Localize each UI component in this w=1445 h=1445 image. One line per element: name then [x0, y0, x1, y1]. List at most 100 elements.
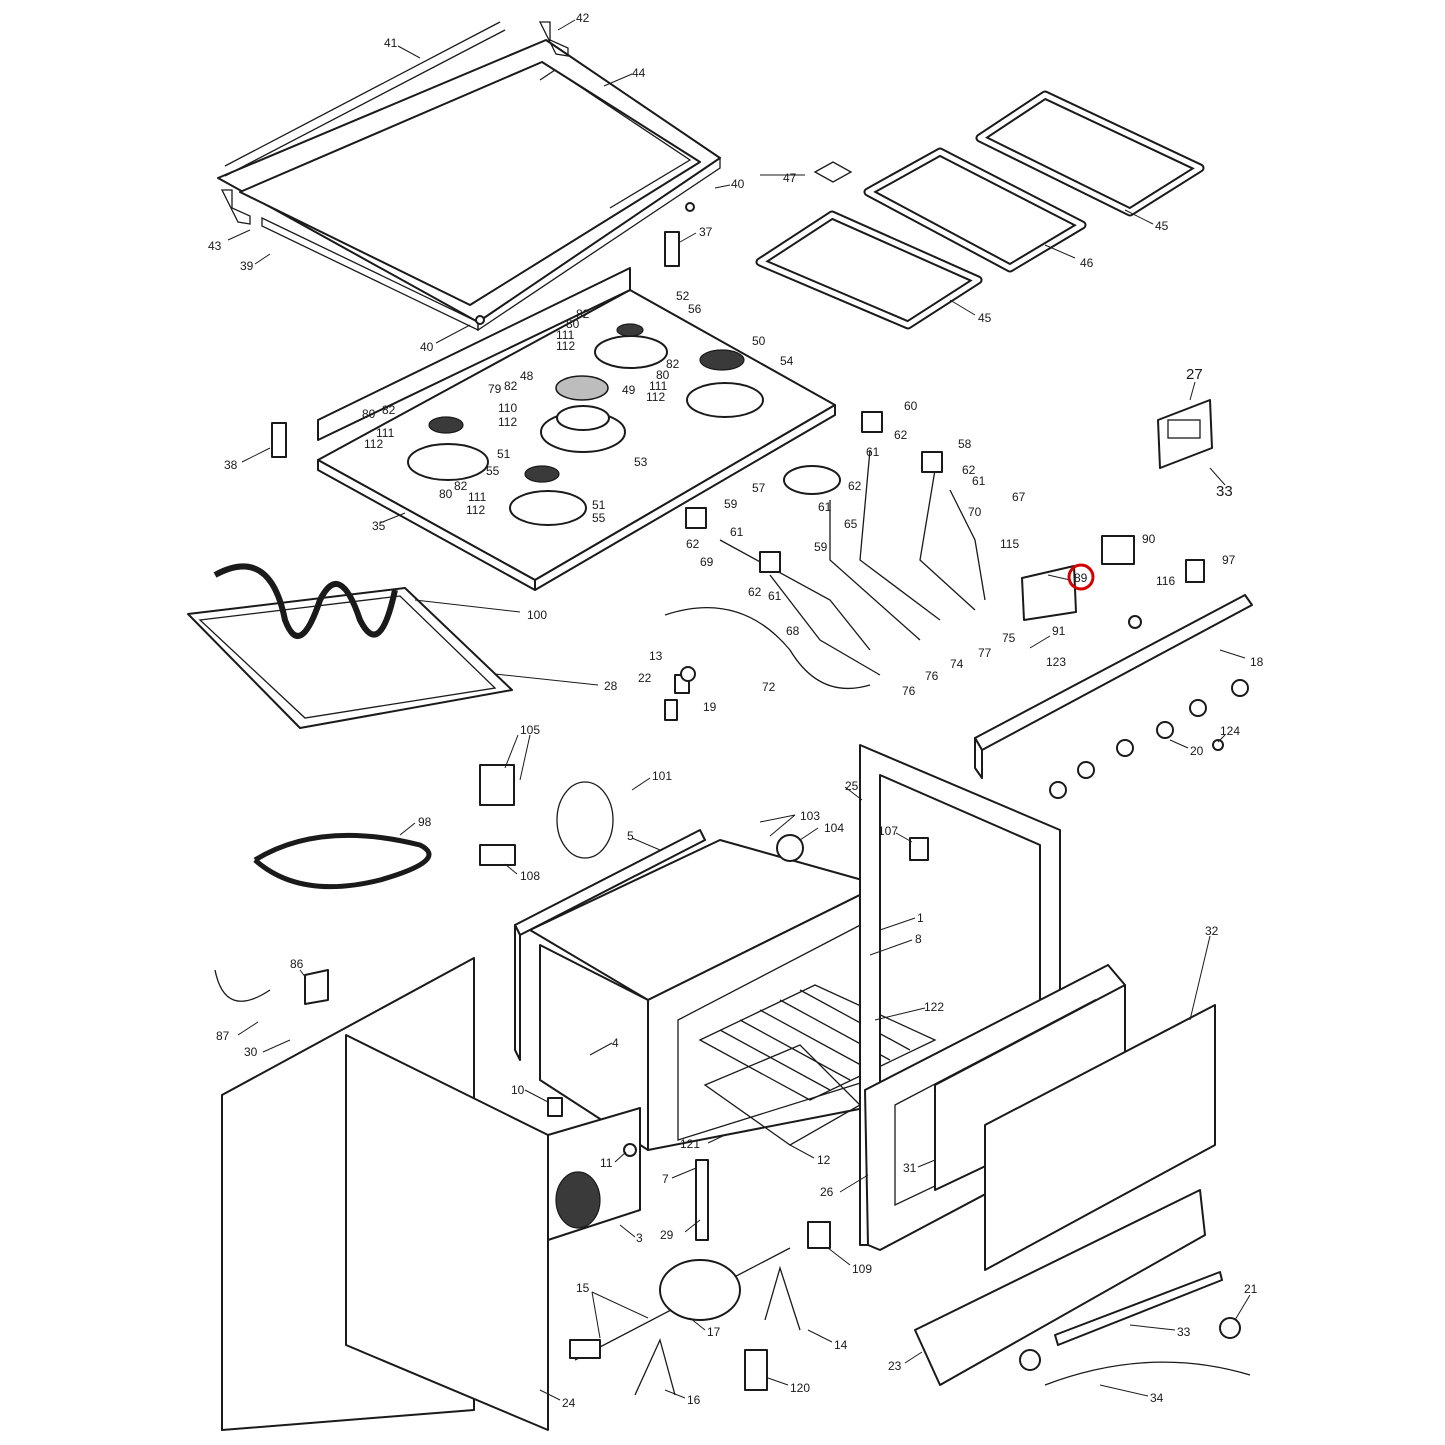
part-label: 122: [924, 1000, 944, 1014]
part-label: 45: [1155, 219, 1169, 233]
part-label: 80: [362, 407, 376, 421]
part-label: 121: [680, 1137, 700, 1151]
part-label: 86: [290, 957, 304, 971]
part-label: 112: [646, 390, 665, 404]
part-label: 55: [486, 464, 500, 478]
part-label: 62: [894, 428, 908, 442]
part-label: 100: [527, 608, 547, 622]
kick-plate: [914, 1189, 1251, 1386]
part-label: 103: [800, 809, 820, 823]
part-label: 45: [978, 311, 992, 325]
part-label: 75: [1002, 631, 1016, 645]
part-label: 105: [520, 723, 540, 737]
small-parts: [271, 202, 1241, 1371]
part-label: 82: [666, 357, 680, 371]
part-label: 23: [888, 1359, 902, 1373]
part-label: 46: [1080, 256, 1094, 270]
part-label: 3: [636, 1231, 643, 1245]
part-label: 28: [604, 679, 618, 693]
part-label: 77: [978, 646, 992, 660]
timer-clock: [1157, 399, 1213, 469]
part-label: 61: [768, 589, 782, 603]
pan-grates: [755, 90, 1205, 330]
part-label: 27: [1186, 366, 1203, 383]
part-label: 61: [972, 474, 986, 488]
part-label: 62: [748, 585, 762, 599]
part-label: 13: [649, 649, 663, 663]
part-label: 110: [498, 401, 517, 415]
part-label: 112: [556, 339, 575, 353]
part-label: 10: [511, 1083, 525, 1097]
part-label: 111: [556, 328, 575, 342]
part-label: 72: [762, 680, 776, 694]
part-label: 15: [576, 1281, 590, 1295]
part-label: 62: [848, 479, 862, 493]
part-label: 79: [488, 382, 502, 396]
part-label: 49: [622, 383, 636, 397]
leader-lines: [227, 19, 1251, 1401]
part-label: 65: [844, 517, 858, 531]
fan-and-fixings: [214, 764, 641, 1241]
part-label: 124: [1220, 724, 1240, 738]
part-label: 51: [592, 498, 606, 512]
part-label: 109: [852, 1262, 872, 1276]
part-label: 4: [612, 1036, 619, 1050]
part-label: 91: [1052, 624, 1066, 638]
part-label: 97: [1222, 553, 1236, 567]
part-label: 89: [1074, 571, 1088, 585]
part-label: 80: [566, 317, 580, 331]
part-label: 82: [454, 479, 468, 493]
part-label: 40: [420, 340, 434, 354]
part-label: 44: [632, 66, 646, 80]
glass-lid: [217, 21, 721, 332]
part-label: 48: [520, 369, 534, 383]
part-label: 61: [730, 525, 744, 539]
part-label: 26: [820, 1185, 834, 1199]
part-label: 59: [724, 497, 738, 511]
grill-tray: [187, 563, 513, 729]
part-label: 19: [703, 700, 717, 714]
part-label: 80: [439, 487, 453, 501]
part-label: 61: [866, 445, 880, 459]
part-label: 67: [1012, 490, 1026, 504]
part-label: 33: [1177, 1325, 1191, 1339]
part-label: 52: [676, 289, 690, 303]
part-label: 111: [376, 426, 395, 440]
rotisserie: [547, 1097, 831, 1396]
part-label: 30: [244, 1045, 258, 1059]
gas-pipes: [664, 411, 986, 689]
part-label: 112: [466, 503, 485, 517]
part-label: 61: [818, 500, 832, 514]
part-label: 62: [962, 463, 976, 477]
part-label: 38: [224, 458, 238, 472]
part-label: 37: [699, 225, 713, 239]
part-label: 11: [600, 1156, 613, 1170]
part-label: 22: [638, 671, 652, 685]
part-label: 58: [958, 437, 972, 451]
part-label: 42: [576, 11, 590, 25]
part-label: 90: [1142, 532, 1156, 546]
part-label: 53: [634, 455, 648, 469]
part-label: 80: [656, 368, 670, 382]
part-label: 111: [649, 379, 668, 393]
part-label: 17: [707, 1325, 721, 1339]
part-label: 43: [208, 239, 222, 253]
part-label: 33: [1216, 483, 1233, 500]
part-label: 111: [468, 490, 487, 504]
part-label: 41: [384, 36, 398, 50]
part-label: 8: [915, 932, 922, 946]
part-label: 18: [1250, 655, 1264, 669]
oven-cavity: [514, 829, 881, 1151]
part-label: 7: [662, 1172, 669, 1186]
part-label: 40: [731, 177, 745, 191]
part-label: 59: [814, 540, 828, 554]
part-label: 35: [372, 519, 386, 533]
part-label: 82: [504, 379, 518, 393]
part-label: 31: [903, 1161, 917, 1175]
part-label: 104: [824, 821, 844, 835]
part-label: 16: [687, 1393, 701, 1407]
part-label: 1: [917, 911, 924, 925]
part-label: 50: [752, 334, 766, 348]
part-label: 55: [592, 511, 606, 525]
part-label: 112: [364, 437, 383, 451]
